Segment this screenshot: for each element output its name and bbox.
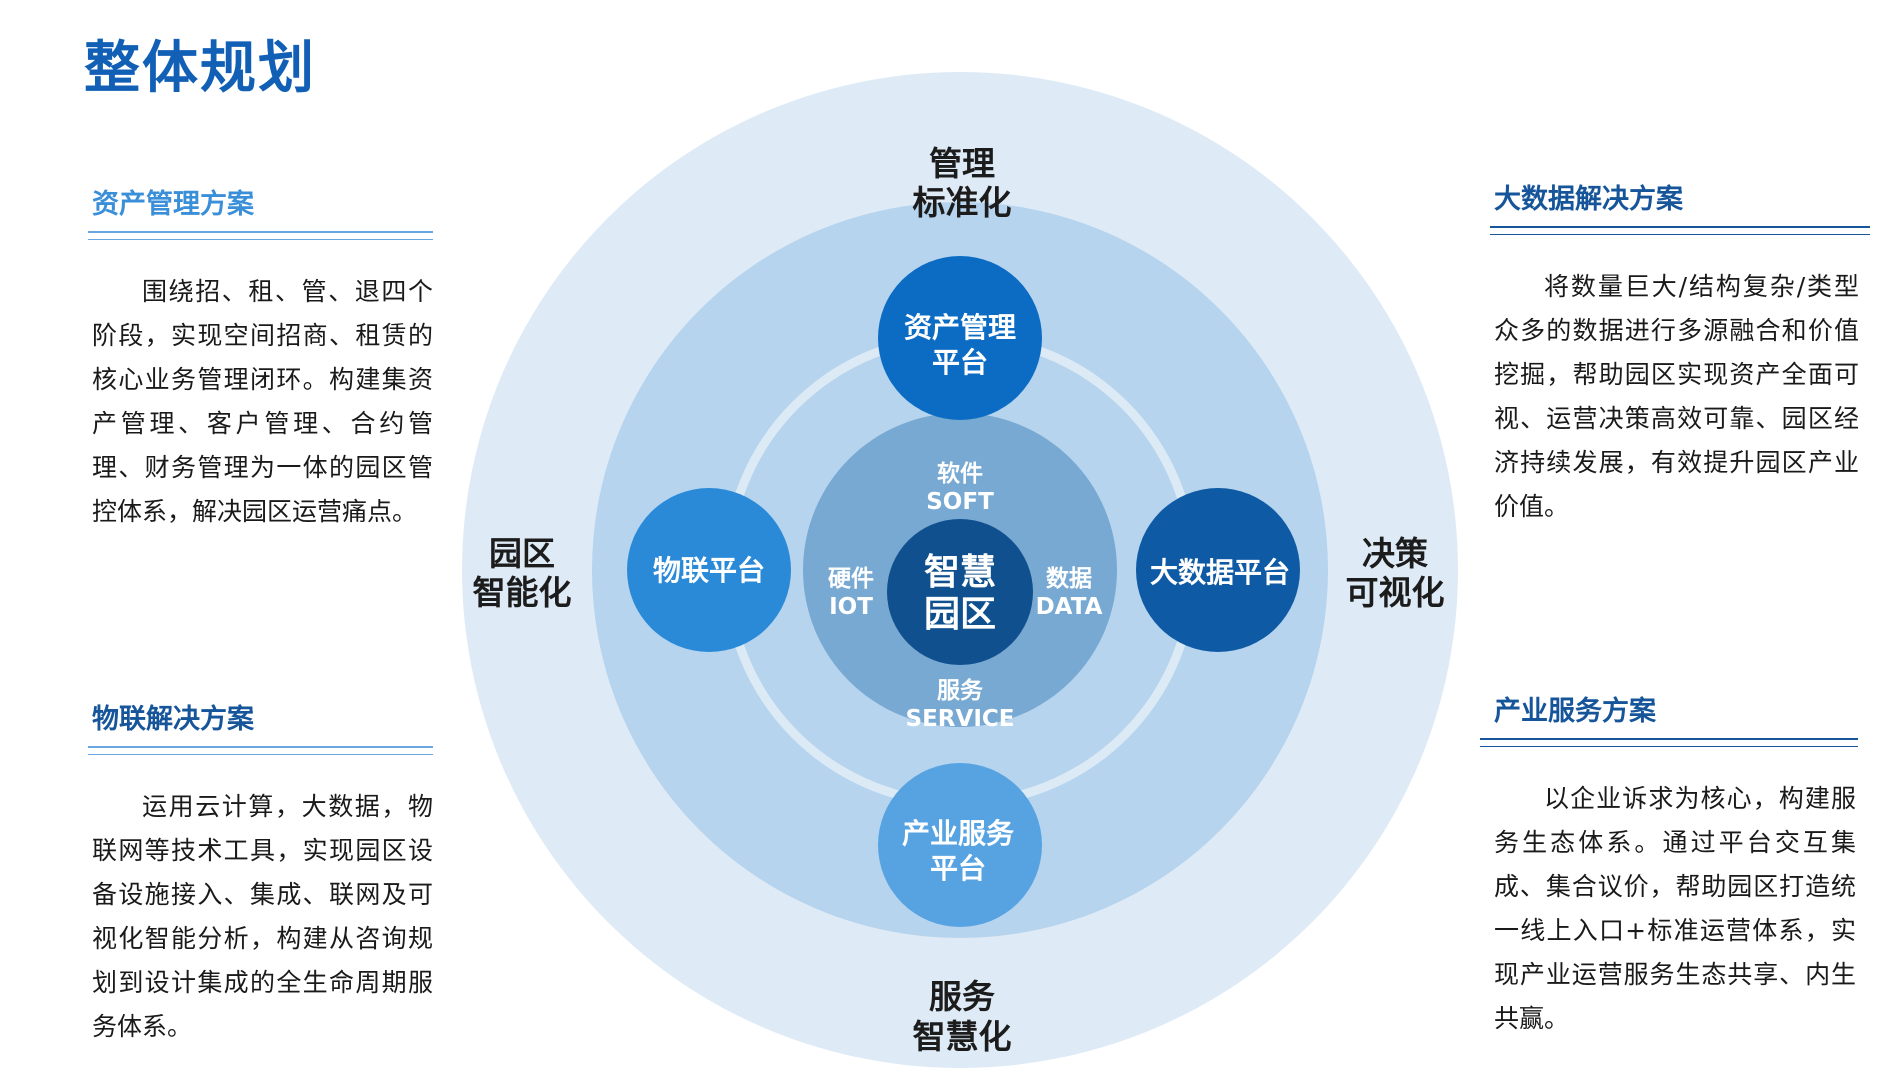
bigdata-panel-text: 将数量巨大/结构复杂/类型众多的数据进行多源融合和价值挖掘，帮助园区实现资产全面… xyxy=(1494,272,1859,521)
asset-panel: 资产管理方案 围绕招、租、管、退四个阶段，实现空间招商、租赁的核心业务管理闭环。… xyxy=(88,185,433,534)
industry-platform-label-line2: 平台 xyxy=(930,852,986,885)
outer-label-top-line1: 管理 xyxy=(929,144,995,183)
industry-platform-node xyxy=(878,763,1042,927)
asset-panel-text: 围绕招、租、管、退四个阶段，实现空间招商、租赁的核心业务管理闭环。构建集资产管理… xyxy=(92,277,433,526)
outer-label-bottom-line2: 智慧化 xyxy=(913,1017,1012,1056)
asset-panel-divider xyxy=(88,231,433,240)
outer-label-bottom-line1: 服务 xyxy=(929,977,995,1016)
inner-label-left-line1: 硬件 xyxy=(828,566,874,592)
outer-label-right-line2: 可视化 xyxy=(1346,573,1445,612)
asset-panel-heading: 资产管理方案 xyxy=(92,189,254,220)
center-label-line1: 智慧 xyxy=(924,552,996,593)
industry-panel-text: 以企业诉求为核心，构建服务生态体系。通过平台交互集成、集合议价，帮助园区打造统一… xyxy=(1494,784,1856,1033)
inner-label-left-line2: IOT xyxy=(829,594,873,620)
outer-label-top-line2: 标准化 xyxy=(913,183,1012,222)
industry-panel-divider xyxy=(1480,738,1858,747)
center-label-line2: 园区 xyxy=(924,594,996,635)
outer-label-right-line1: 决策 xyxy=(1362,534,1428,573)
inner-label-top-line1: 软件 xyxy=(937,460,983,487)
bigdata-panel: 大数据解决方案 将数量巨大/结构复杂/类型众多的数据进行多源融合和价值挖掘，帮助… xyxy=(1490,180,1870,529)
bigdata-panel-heading: 大数据解决方案 xyxy=(1494,184,1683,215)
inner-label-right-line2: DATA xyxy=(1036,594,1103,620)
iot-panel-heading: 物联解决方案 xyxy=(92,704,254,735)
page-title: 整体规划 xyxy=(84,36,316,101)
bigdata-panel-divider xyxy=(1490,226,1870,235)
industry-platform-label-line1: 产业服务 xyxy=(902,817,1014,850)
iot-panel: 物联解决方案 运用云计算，大数据，物联网等技术工具，实现园区设备设施接入、集成、… xyxy=(88,700,433,1049)
inner-label-top-line2: SOFT xyxy=(926,489,994,515)
inner-label-right-line1: 数据 xyxy=(1046,566,1092,592)
iot-platform-node xyxy=(627,488,791,652)
iot-platform-label: 物联平台 xyxy=(653,554,765,587)
asset-platform-node xyxy=(878,256,1042,420)
iot-panel-divider xyxy=(88,746,433,755)
inner-label-bottom-line2: SERVICE xyxy=(906,706,1015,732)
outer-label-left-line1: 园区 xyxy=(489,534,555,573)
industry-panel: 产业服务方案 以企业诉求为核心，构建服务生态体系。通过平台交互集成、集合议价，帮… xyxy=(1480,692,1858,1041)
iot-panel-text: 运用云计算，大数据，物联网等技术工具，实现园区设备设施接入、集成、联网及可视化智… xyxy=(92,792,433,1041)
outer-label-left-line2: 智能化 xyxy=(473,573,572,612)
center-disc xyxy=(887,519,1033,665)
inner-label-bottom-line1: 服务 xyxy=(937,678,984,704)
industry-panel-heading: 产业服务方案 xyxy=(1494,696,1656,727)
asset-platform-label-line1: 资产管理 xyxy=(904,311,1016,344)
bigdata-platform-node xyxy=(1136,488,1300,652)
bigdata-platform-label: 大数据平台 xyxy=(1150,556,1290,589)
asset-platform-label-line2: 平台 xyxy=(932,346,988,379)
